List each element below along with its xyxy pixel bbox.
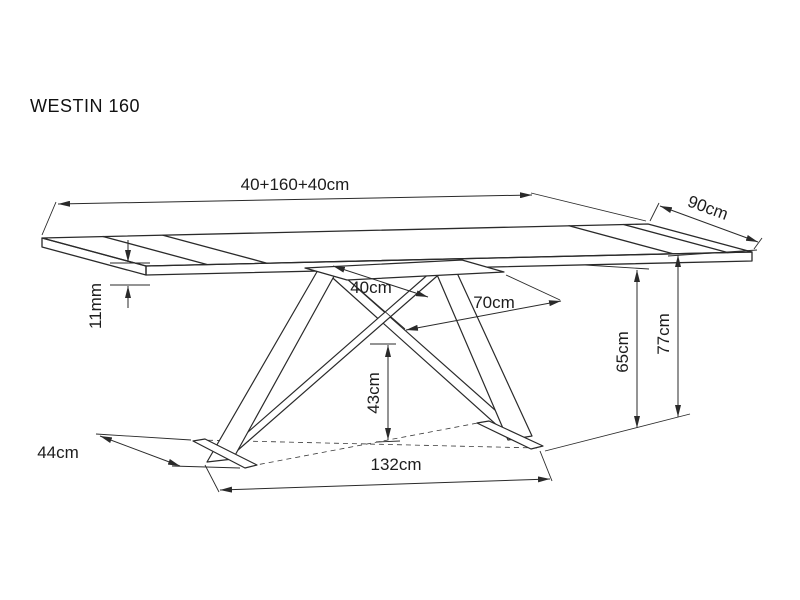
extension-line: [667, 249, 758, 257]
base-mounting-plate: [304, 259, 505, 281]
extension-line: [351, 282, 406, 330]
dimension-total-height: 77cm: [654, 249, 758, 417]
dimension-top-length: 40+160+40cm: [41, 175, 647, 236]
extension-line: [539, 450, 553, 482]
underside-height-label: 65cm: [613, 331, 632, 373]
frame-depth-label: 40cm: [350, 278, 392, 297]
extension-line: [584, 264, 650, 270]
dimension-line: [659, 205, 759, 243]
dimension-cross-height: 43cm: [364, 343, 401, 443]
dimension-foot-length: 44cm: [37, 433, 241, 469]
main-leg-right: [431, 261, 533, 441]
top-length-label: 40+160+40cm: [241, 175, 350, 194]
dimension-top-depth: 90cm: [649, 192, 763, 250]
extension-line: [95, 433, 192, 441]
dimension-line: [332, 265, 429, 298]
extension-seam-right-outer: [623, 223, 729, 254]
floor-extension-line: [544, 413, 691, 452]
extension-line: [753, 237, 763, 250]
extension-line: [649, 202, 660, 222]
cross-brace-right-to-left-foot: [215, 262, 453, 461]
cross-height-label: 43cm: [364, 372, 383, 414]
dimension-top-thickness: 11mm: [86, 240, 150, 329]
foot-length-label: 44cm: [37, 443, 79, 462]
top-depth-label: 90cm: [685, 192, 731, 224]
tick-line: [375, 440, 401, 443]
foot-right: [476, 420, 544, 450]
frame-length-label: 70cm: [473, 293, 515, 312]
floor-hidden-diagonal-1: [198, 439, 538, 449]
dimension-base-span: 132cm: [204, 450, 553, 493]
dimension-frame-depth: 40cm: [332, 265, 429, 298]
dimension-line: [99, 435, 181, 467]
tabletop: [41, 223, 753, 276]
base-span-label: 132cm: [370, 455, 421, 474]
extension-seam-left-outer: [102, 235, 208, 266]
dimension-frame-length: 70cm: [351, 274, 562, 331]
tabletop-left-edge: [41, 237, 147, 276]
main-leg-left: [206, 268, 339, 463]
total-height-label: 77cm: [654, 313, 673, 355]
dimension-line: [57, 192, 533, 207]
floor-hidden-diagonal-2: [250, 421, 484, 467]
diagram-title: WESTIN 160: [30, 96, 140, 116]
dimension-line: [405, 300, 562, 331]
extension-seam-left-inner: [162, 234, 268, 264]
extension-line: [204, 464, 220, 493]
extension-line: [41, 201, 57, 236]
dimension-underside-height: 65cm: [584, 264, 650, 428]
extension-line: [505, 274, 561, 301]
foot-left: [192, 438, 258, 469]
extension-seam-right-inner: [568, 225, 674, 255]
extension-line: [530, 192, 647, 222]
top-thickness-label: 11mm: [86, 283, 105, 329]
dimension-line: [219, 476, 551, 493]
